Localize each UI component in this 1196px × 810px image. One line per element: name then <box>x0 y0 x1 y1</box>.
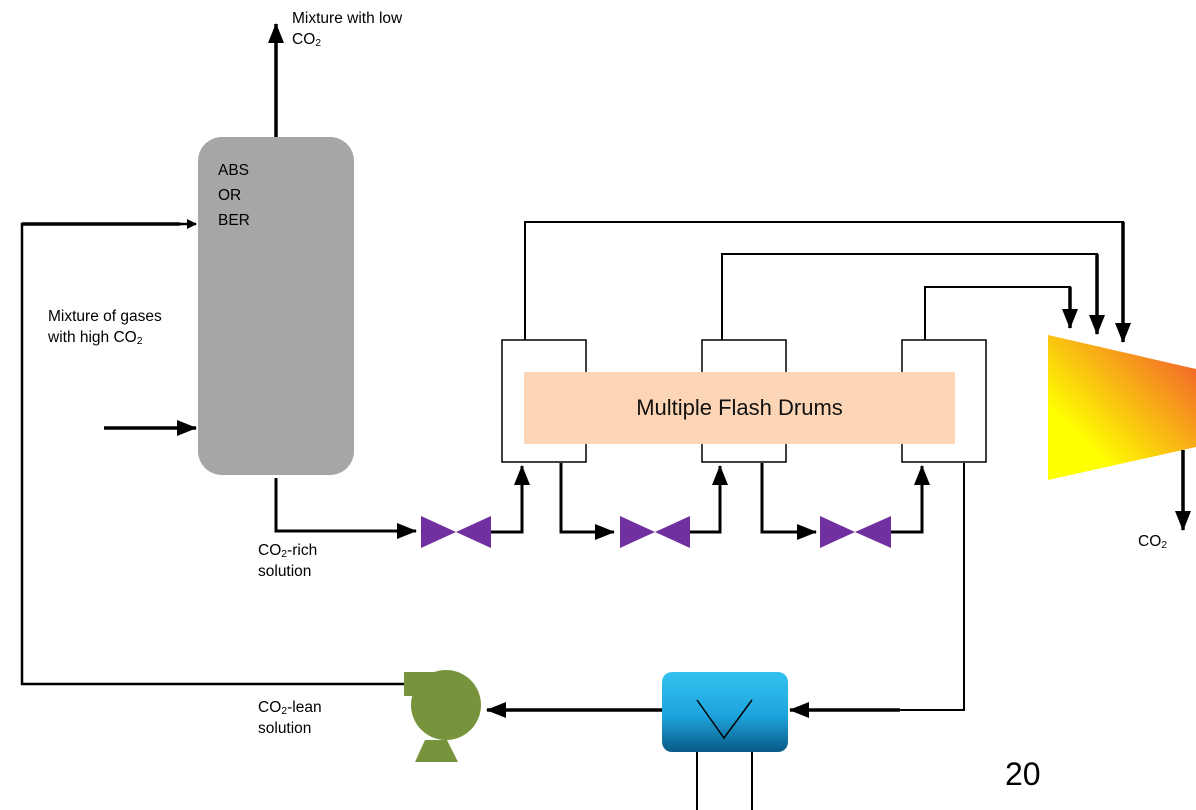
heat-exchanger-symbol <box>696 699 753 740</box>
drum3-liquid-line <box>792 463 965 711</box>
top-outlet-chem: CO <box>292 31 316 48</box>
drum1-vapor-line <box>524 221 1124 342</box>
rich-solution-line <box>274 478 417 539</box>
top-outlet-sub: 2 <box>315 37 322 49</box>
rich-sub: 2 <box>281 548 288 560</box>
flash-drums-band <box>524 372 955 444</box>
lean-sub: 2 <box>281 705 288 717</box>
co2-product-label: CO2 <box>1138 531 1167 552</box>
absorber-column <box>198 137 354 475</box>
column-label-line1: ABS <box>218 162 250 179</box>
lean-solution-line2: solution <box>258 720 312 737</box>
valve1-to-drum1-line <box>491 465 530 534</box>
top-outlet-label: Mixture with low CO2 <box>292 8 402 50</box>
co2-compressor <box>1048 335 1196 480</box>
column-label-line3: BER <box>218 212 250 229</box>
top-outlet-label-line2: CO2 <box>292 29 402 50</box>
throttle-valve-2 <box>620 516 690 548</box>
rich-chem: CO <box>258 542 282 559</box>
lean-suffix: -lean <box>287 699 322 716</box>
feed-label: Mixture of gases with high CO2 <box>48 306 162 348</box>
drum1-bottom-line <box>559 463 615 540</box>
lean-solution-label: CO2-lean solution <box>258 697 322 739</box>
drum2-bottom-line <box>760 463 817 540</box>
throttle-valve-3 <box>820 516 891 548</box>
product-chem: CO <box>1138 533 1162 550</box>
lean-solution-line1: CO2-lean <box>258 697 322 718</box>
product-sub: 2 <box>1161 539 1168 551</box>
feed-label-sub: 2 <box>136 335 143 347</box>
lean-solvent-pump <box>404 670 481 762</box>
valve3-to-drum3-line <box>891 465 930 534</box>
page-number: 20 <box>1005 756 1041 792</box>
heat-exchanger <box>662 672 788 752</box>
column-label-line2: OR <box>218 187 242 204</box>
feed-label-line1: Mixture of gases <box>48 308 162 325</box>
rich-solution-label: CO2-rich solution <box>258 540 317 582</box>
rich-suffix: -rich <box>287 542 318 559</box>
top-outlet-label-line1: Mixture with low <box>292 10 403 27</box>
column-label: ABS OR BER <box>218 158 250 233</box>
drum3-vapor-line <box>924 286 1071 340</box>
feed-label-prefix: with high CO <box>48 329 137 346</box>
drum2-vapor-line <box>721 253 1098 340</box>
lean-chem: CO <box>258 699 282 716</box>
throttle-valve-1 <box>421 516 491 548</box>
rich-solution-line1: CO2-rich <box>258 540 317 561</box>
flash-drums-label: Multiple Flash Drums <box>636 395 843 420</box>
rich-solution-line2: solution <box>258 563 312 580</box>
feed-label-line2: with high CO2 <box>48 327 162 348</box>
valve2-to-drum2-line <box>690 465 728 534</box>
